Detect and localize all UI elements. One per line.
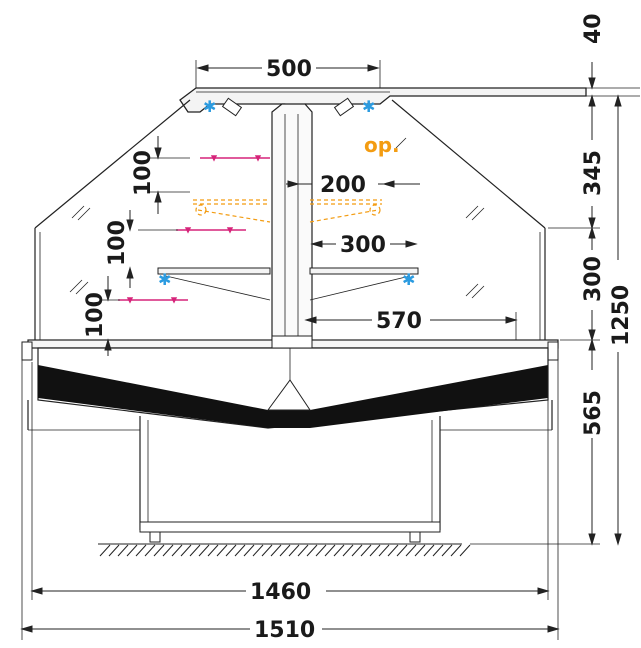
hatch-stroke (315, 544, 327, 557)
hatch-stroke (414, 544, 426, 557)
hatch-stroke (342, 544, 354, 557)
dim-500-label: 500 (266, 57, 312, 82)
hatch-stroke (333, 544, 345, 557)
hatch-stroke (387, 544, 399, 557)
hatch-stroke (252, 544, 264, 557)
dim-gap-3-label: 100 (83, 292, 108, 338)
light-icon: ✱ (158, 270, 171, 289)
canopy: ✱ ✱ (179, 60, 587, 345)
hatch-stroke (324, 544, 336, 557)
dim-565-label: 565 (581, 390, 606, 436)
dim-300-shelf-label: 300 (340, 233, 386, 258)
hatch-stroke (306, 544, 318, 557)
dim-300-label: 300 (581, 256, 606, 302)
hatch-stroke (126, 544, 138, 557)
hatch-stroke (135, 544, 147, 557)
hatch-stroke (450, 544, 462, 557)
hatch-stroke (441, 544, 453, 557)
dim-40-label: 40 (581, 13, 606, 44)
dim-1460-label: 1460 (250, 580, 311, 605)
stand (139, 416, 441, 543)
light-icon: ✱ (203, 97, 243, 117)
dim-570-label: 570 (376, 309, 422, 334)
hatch-stroke (234, 544, 246, 557)
svg-text:✱: ✱ (203, 97, 216, 116)
lower-shelves: ✱ ✱ (157, 267, 419, 301)
hatch-stroke (144, 544, 156, 557)
hatch-stroke (369, 544, 381, 557)
dim-1510-label: 1510 (254, 618, 315, 643)
hatch-stroke (207, 544, 219, 557)
hatch-stroke (117, 544, 129, 557)
hatch-stroke (360, 544, 372, 557)
glass-panels (34, 99, 546, 345)
hatch-stroke (162, 544, 174, 557)
hatch-stroke (216, 544, 228, 557)
hatch-stroke (432, 544, 444, 557)
hatch-stroke (405, 544, 417, 557)
hatch-stroke (171, 544, 183, 557)
dimension-lines (20, 62, 640, 640)
hatch-stroke (378, 544, 390, 557)
optional-shelves (193, 199, 382, 223)
hatch-stroke (225, 544, 237, 557)
hatch-stroke (459, 544, 471, 557)
hatch-stroke (99, 544, 111, 557)
light-icon: ✱ (402, 270, 415, 289)
hatch-stroke (153, 544, 165, 557)
display-tub (21, 335, 559, 431)
hatch-stroke (243, 544, 255, 557)
hatch-stroke (279, 544, 291, 557)
hatch-stroke (198, 544, 210, 557)
dim-345-label: 345 (581, 150, 606, 196)
light-icon: ✱ (333, 97, 375, 117)
svg-text:✱: ✱ (362, 97, 375, 116)
dim-gap-1-label: 100 (131, 150, 156, 196)
hatch-stroke (189, 544, 201, 557)
ground-hatch (98, 543, 471, 557)
hatch-stroke (423, 544, 435, 557)
dim-200-label: 200 (320, 173, 366, 198)
hatch-stroke (180, 544, 192, 557)
hatch-stroke (297, 544, 309, 557)
price-rails (118, 155, 270, 304)
dim-1250-label: 1250 (609, 285, 634, 346)
hatch-stroke (288, 544, 300, 557)
option-label: op. (364, 133, 400, 157)
hatch-stroke (261, 544, 273, 557)
hatch-stroke (108, 544, 120, 557)
hatch-stroke (351, 544, 363, 557)
dim-gap-2-label: 100 (105, 220, 130, 266)
hatch-stroke (396, 544, 408, 557)
hatch-stroke (270, 544, 282, 557)
